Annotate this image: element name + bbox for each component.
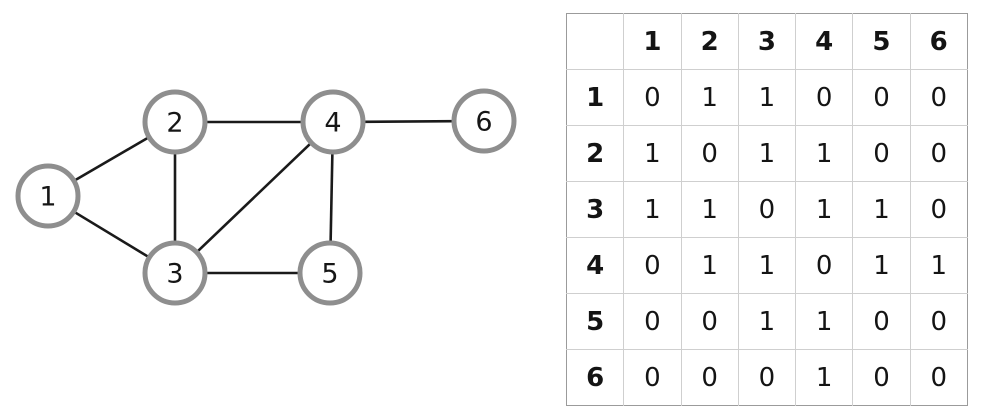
- matrix-cell-4-1: 0: [623, 237, 682, 294]
- graph-node-label-2: 2: [166, 108, 183, 139]
- matrix-cell-3-1: 1: [623, 181, 682, 238]
- graph-edge-3-4: [196, 142, 312, 253]
- matrix-cell-5-6: 0: [909, 293, 968, 350]
- matrix-cell-5-1: 0: [623, 293, 682, 350]
- matrix-col-header-2: 2: [680, 13, 739, 70]
- matrix-cell-5-3: 1: [737, 293, 797, 350]
- graph-node-circle-4: [300, 89, 366, 155]
- matrix-cell-5-5: 0: [852, 293, 911, 350]
- graph-node-circle-1: [15, 163, 81, 229]
- matrix-col-header-3: 3: [737, 13, 797, 70]
- graph-svg: 1 2 3 4 5 6: [15, 88, 517, 306]
- graph-node-5[interactable]: 5: [297, 240, 363, 306]
- matrix-cell-5-4: 1: [795, 293, 854, 350]
- matrix-corner-cell: [566, 13, 625, 70]
- graph-node-circle-5: [297, 240, 363, 306]
- matrix-cell-1-5: 0: [852, 69, 911, 126]
- matrix-cell-4-4: 0: [795, 237, 854, 294]
- matrix-cell-4-6: 1: [909, 237, 968, 294]
- graph-edges-group: [73, 119, 454, 275]
- matrix-cell-1-4: 0: [795, 69, 854, 126]
- graph-node-circle-2: [142, 89, 208, 155]
- matrix-cell-3-6: 0: [909, 181, 968, 238]
- matrix-cell-4-5: 1: [852, 237, 911, 294]
- matrix-cell-4-2: 1: [680, 237, 739, 294]
- graph-node-1[interactable]: 1: [15, 163, 81, 229]
- matrix-cell-2-4: 1: [795, 125, 854, 182]
- matrix-cell-6-3: 0: [737, 349, 797, 406]
- graph-node-circle-6: [451, 88, 517, 154]
- matrix-cell-6-2: 0: [680, 349, 739, 406]
- graph-node-label-1: 1: [39, 182, 56, 213]
- graph-diagram: 1 2 3 4 5 6: [15, 88, 517, 306]
- graph-node-6[interactable]: 6: [451, 88, 517, 154]
- graph-edge-4-5: [329, 152, 334, 243]
- matrix-cell-5-2: 0: [680, 293, 739, 350]
- matrix-cell-2-5: 0: [852, 125, 911, 182]
- graph-node-label-3: 3: [166, 259, 183, 290]
- graph-node-label-6: 6: [475, 107, 492, 138]
- matrix-cell-1-2: 1: [680, 69, 739, 126]
- matrix-cell-2-2: 0: [680, 125, 739, 182]
- matrix-cell-4-3: 1: [737, 237, 797, 294]
- matrix-col-header-5: 5: [852, 13, 911, 70]
- graph-node-circle-3: [142, 240, 208, 306]
- matrix-cell-3-2: 1: [680, 181, 739, 238]
- matrix-row-header-5: 5: [566, 293, 625, 350]
- matrix-row-header-3: 3: [566, 181, 625, 238]
- graph-node-label-4: 4: [324, 108, 341, 139]
- graph-edge-1-2: [74, 136, 149, 182]
- matrix-cell-3-3: 0: [737, 181, 797, 238]
- graph-edge-1-3: [73, 210, 150, 259]
- graph-node-2[interactable]: 2: [142, 89, 208, 155]
- matrix-cell-6-4: 1: [795, 349, 854, 406]
- matrix-row-header-4: 4: [566, 237, 625, 294]
- matrix-col-header-6: 6: [909, 13, 968, 70]
- graph-nodes-group: 1 2 3 4 5 6: [15, 88, 517, 306]
- matrix-row-header-2: 2: [566, 125, 625, 182]
- matrix-cell-3-4: 1: [795, 181, 854, 238]
- matrix-col-header-1: 1: [623, 13, 682, 70]
- matrix-cell-6-6: 0: [909, 349, 968, 406]
- matrix-cell-6-5: 0: [852, 349, 911, 406]
- graph-node-3[interactable]: 3: [142, 240, 208, 306]
- matrix-row-header-6: 6: [566, 349, 625, 406]
- matrix-cell-2-6: 0: [909, 125, 968, 182]
- graph-edge-4-6: [363, 119, 454, 124]
- matrix-cell-6-1: 0: [623, 349, 682, 406]
- graph-node-label-5: 5: [321, 259, 338, 290]
- matrix-row-header-1: 1: [566, 69, 625, 126]
- matrix-cell-1-6: 0: [909, 69, 968, 126]
- matrix-cell-1-1: 0: [623, 69, 682, 126]
- matrix-cell-3-5: 1: [852, 181, 911, 238]
- matrix-cell-1-3: 1: [737, 69, 797, 126]
- matrix-cell-2-3: 1: [737, 125, 797, 182]
- graph-node-4[interactable]: 4: [300, 89, 366, 155]
- matrix-cell-2-1: 1: [623, 125, 682, 182]
- matrix-col-header-4: 4: [795, 13, 854, 70]
